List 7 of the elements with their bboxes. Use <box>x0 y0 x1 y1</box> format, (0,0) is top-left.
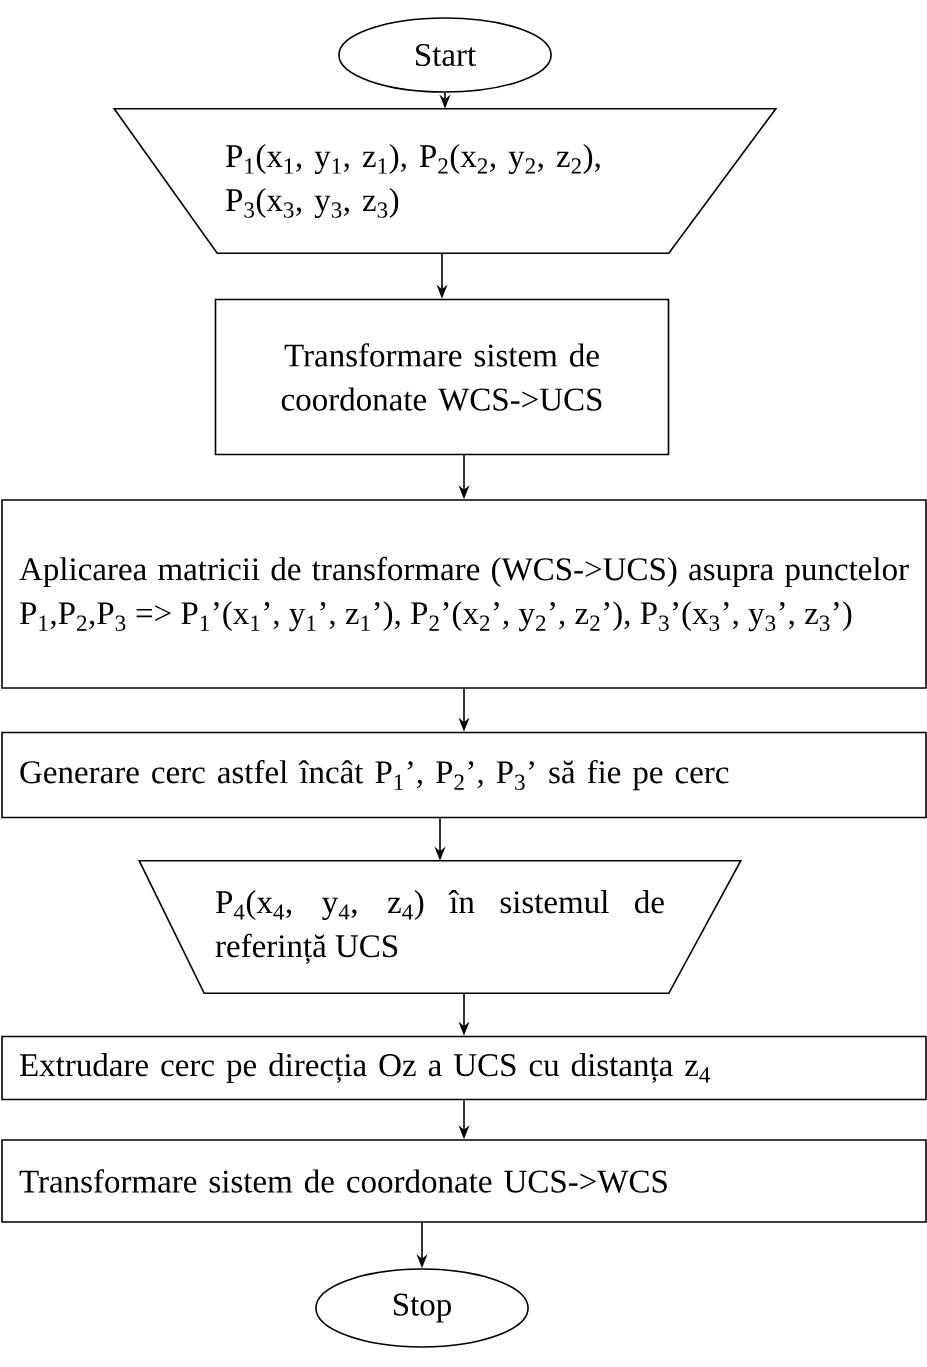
process-box: Aplicarea matricii de transformare (WCS->UCS) asupra punctelor P$_{1}$,P$_{2}$,P$_{3}$ => P$_{1}$’(x$_{1}$’, y$_{1}$’, z$_{1}$’), P$_{2}$’(x$_{2}$’, y$_{2}$’, z$_{2}$’), P$_{3}$’(x$_{3}$’, y$_{3}$’, z$_{3}$’) <box>1 499 927 689</box>
process-box: Transformare sistem de coordonate WCS->UCS <box>214 298 670 456</box>
process-box: Extrudare cerc pe direcția Oz a UCS cu distanța z$_{4}$ <box>1 1035 927 1101</box>
stop-terminal: Stop <box>315 1268 529 1348</box>
start-terminal: Start <box>338 17 552 93</box>
process-box: Transformare sistem de coordonate UCS->WCS <box>1 1139 927 1223</box>
process-box: Generare cerc astfel încât P$_{1}$’, P$_{2}$’, P$_{3}$’ să fie pe cerc <box>1 731 927 819</box>
